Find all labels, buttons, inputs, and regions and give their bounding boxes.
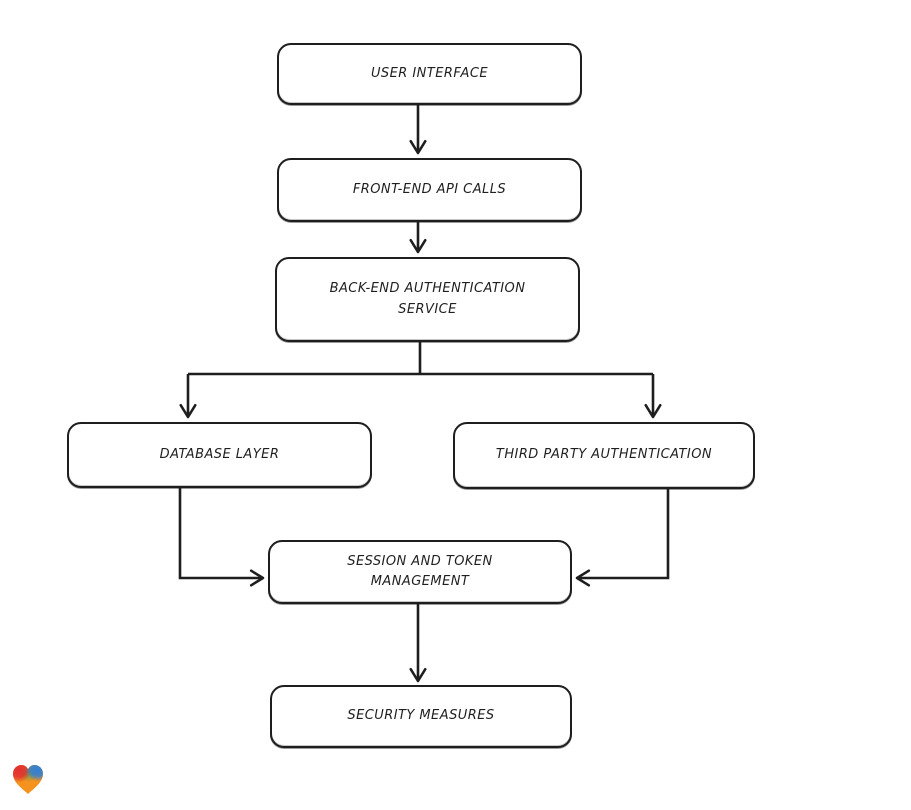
heart-icon <box>13 765 43 794</box>
edge-database-to-session <box>178 487 265 587</box>
node-third-party-authentication: THIRD PARTY AUTHENTICATION <box>453 422 755 489</box>
node-label: SESSION AND TOKEN MANAGEMENT <box>347 553 493 589</box>
node-label: USER INTERFACE <box>370 65 489 81</box>
node-user-interface: USER INTERFACE <box>277 43 582 105</box>
node-label: BACK-END AUTHENTICATION SERVICE <box>329 281 526 317</box>
node-label: SECURITY MEASURES <box>347 708 495 724</box>
node-session-and-token-management: SESSION AND TOKEN MANAGEMENT <box>268 540 572 604</box>
heart-logo[interactable] <box>10 762 46 798</box>
edge-backend-branch <box>188 340 653 376</box>
node-security-measures: SECURITY MEASURES <box>270 685 572 748</box>
node-back-end-authentication-service: BACK-END AUTHENTICATION SERVICE <box>275 257 580 342</box>
edge-thirdparty-to-session <box>575 488 670 587</box>
node-label: FRONT-END API CALLS <box>352 181 507 197</box>
node-label: DATABASE LAYER <box>159 446 280 462</box>
node-database-layer: DATABASE LAYER <box>67 422 372 488</box>
node-front-end-api-calls: FRONT-END API CALLS <box>277 158 582 222</box>
node-label: THIRD PARTY AUTHENTICATION <box>495 447 713 463</box>
